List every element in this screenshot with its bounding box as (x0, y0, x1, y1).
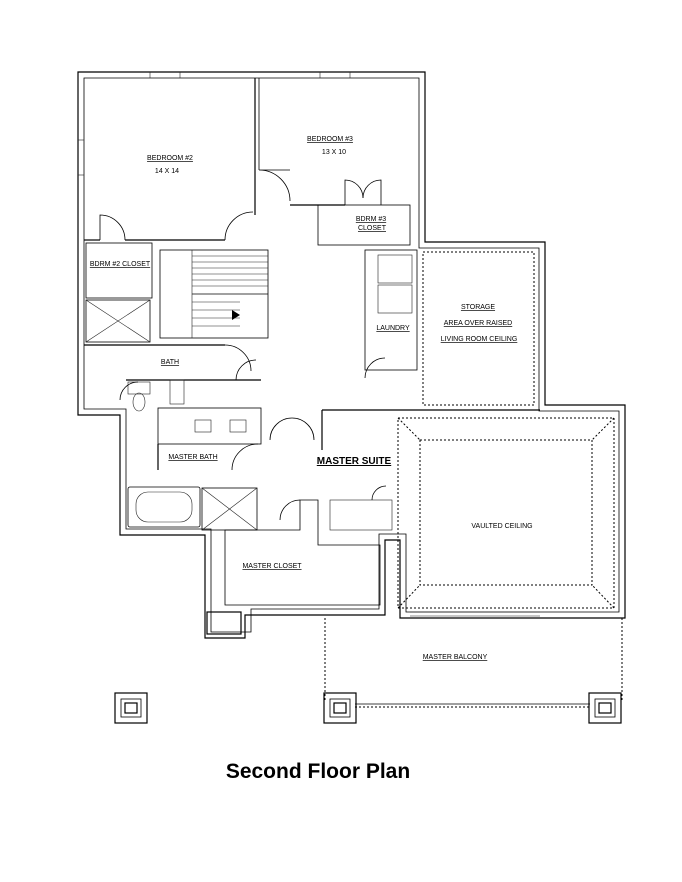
doors (99, 169, 387, 521)
storage-line3: LIVING ROOM CEILING (441, 336, 518, 343)
bdrm2-closet-name: BDRM #2 CLOSET (90, 261, 151, 268)
storage-line2: AREA OVER RAISED (444, 320, 512, 327)
plan-title: Second Floor Plan (225, 760, 411, 783)
master-closet-name: MASTER CLOSET (242, 563, 302, 570)
balcony (324, 611, 623, 708)
vaulted-ceiling-name: VAULTED CEILING (471, 523, 532, 530)
storage-line1: STORAGE (461, 304, 495, 311)
staircase (191, 250, 268, 338)
laundry-name: LAUNDRY (376, 325, 410, 332)
interior-walls (84, 78, 540, 635)
columns (114, 692, 622, 724)
master-bath-name: MASTER BATH (168, 454, 217, 461)
bedroom2-size: 14 X 14 (155, 168, 179, 175)
bath-name: BATH (161, 359, 179, 366)
storage-area-outline (422, 251, 535, 406)
bedroom3-size: 13 X 10 (322, 149, 346, 156)
master-suite-name: MASTER SUITE (317, 456, 392, 467)
bedroom3-name: BEDROOM #3 (307, 136, 353, 143)
bdrm3-closet-line2: CLOSET (358, 225, 387, 232)
master-balcony-name: MASTER BALCONY (423, 654, 488, 661)
bedroom2-name: BEDROOM #2 (147, 155, 193, 162)
bdrm3-closet-line1: BDRM #3 (356, 216, 386, 223)
exterior-walls (77, 71, 626, 639)
vaulted-ceiling-outline (397, 417, 615, 609)
